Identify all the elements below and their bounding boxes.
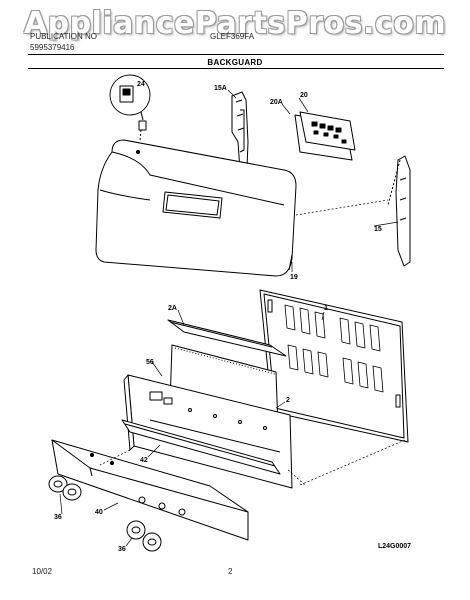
model-number: GLEF369FA — [210, 32, 255, 41]
callout-19: 19 — [290, 274, 298, 281]
callout-15: 15 — [374, 226, 382, 233]
callout-2a: 2A — [168, 305, 177, 312]
part-19-backguard-panel — [95, 139, 297, 277]
part-36-knobs-right — [126, 520, 162, 552]
callout-24: 24 — [137, 81, 145, 88]
callout-1: 1 — [324, 305, 328, 312]
part-2a-rail — [167, 319, 287, 357]
callout-56: 56 — [146, 359, 154, 366]
callout-2: 2 — [286, 397, 290, 404]
footer-date: 10/02 — [32, 567, 53, 576]
watermark: AppliancePartsPros.com — [23, 6, 447, 41]
part-36-knobs-left — [48, 475, 82, 501]
callout-20: 20 — [300, 92, 308, 99]
part-42-trim — [121, 419, 281, 475]
part-20-control-board — [294, 111, 356, 161]
header-rule-top — [28, 54, 444, 55]
callout-36-right: 36 — [118, 546, 126, 553]
callout-36-left: 36 — [54, 514, 62, 521]
part-24-switch — [109, 74, 151, 141]
callout-15a: 15A — [214, 85, 227, 92]
callout-42: 42 — [140, 457, 148, 464]
publication-number: 5995379416 — [30, 43, 75, 52]
callout-20a: 20A — [270, 99, 283, 106]
part-15-bracket — [387, 155, 411, 267]
footer-page-number: 2 — [228, 567, 233, 576]
callout-40: 40 — [95, 509, 103, 516]
drawing-code: L24G0007 — [378, 543, 412, 550]
page-title: BACKGUARD — [207, 58, 263, 67]
publication-label: PUBLICATION NO — [30, 32, 97, 41]
part-40-control-console — [51, 439, 249, 541]
header-rule-bottom — [28, 68, 444, 69]
